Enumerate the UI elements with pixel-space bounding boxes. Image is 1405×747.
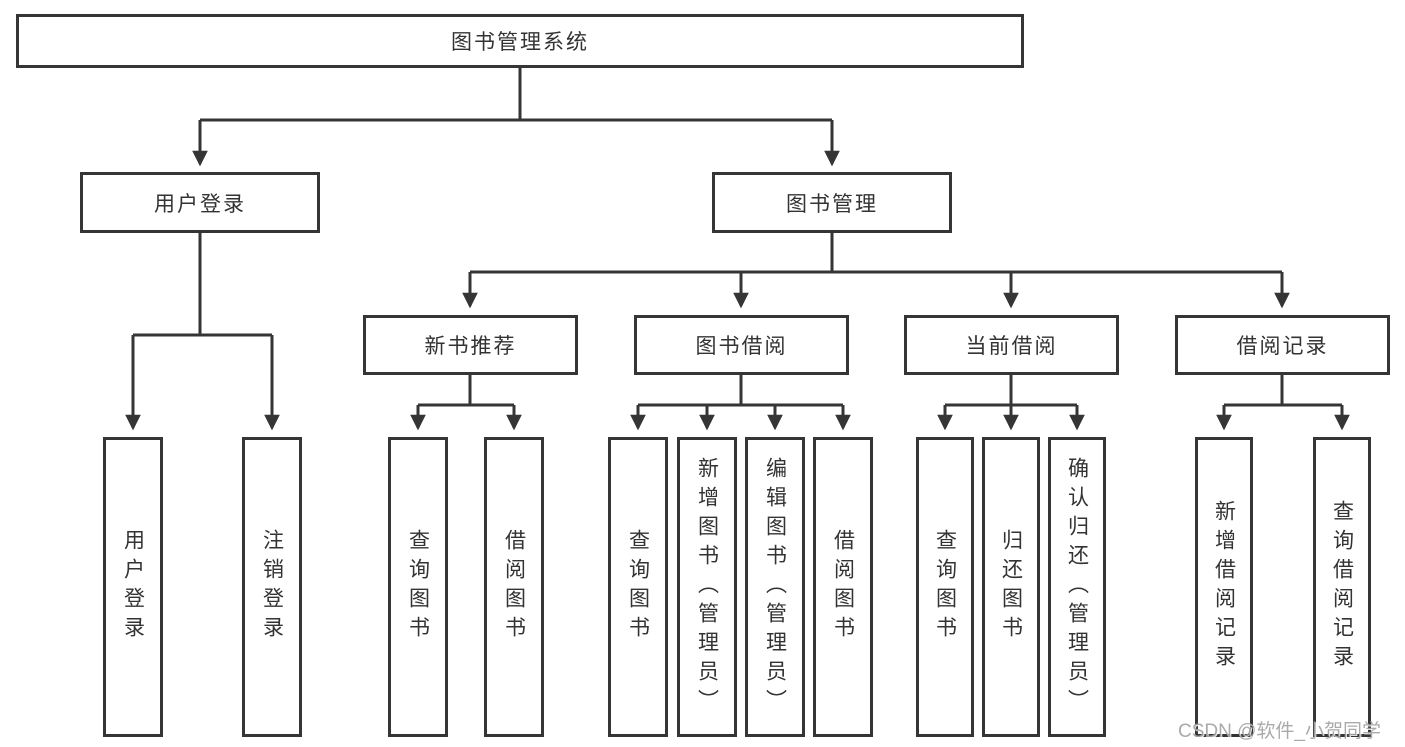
leaf-user-login: 用户登录	[103, 437, 163, 737]
leaf-query-books-current: 查询图书	[916, 437, 974, 737]
leaf-add-borrow-record: 新增借阅记录	[1195, 437, 1253, 737]
node-book-management: 图书管理	[712, 172, 952, 233]
node-current-borrowing: 当前借阅	[904, 315, 1119, 375]
connector-book-management-tbar	[470, 233, 1282, 274]
leaf-query-books-borrowing: 查询图书	[608, 437, 668, 737]
node-user-login: 用户登录	[80, 172, 320, 233]
connector-new-book-rec-tbar	[418, 375, 514, 407]
leaf-query-borrow-record: 查询借阅记录	[1313, 437, 1371, 737]
connector-borrow-records-tbar	[1224, 375, 1342, 407]
connector-book-borrow-tbar	[638, 375, 843, 407]
node-borrowing-records: 借阅记录	[1175, 315, 1390, 375]
leaf-add-books-admin: 新增图书（管理员）	[677, 437, 737, 737]
node-new-book-recommendation: 新书推荐	[363, 315, 578, 375]
leaf-edit-books-admin: 编辑图书（管理员）	[745, 437, 805, 737]
leaf-return-books: 归还图书	[982, 437, 1040, 737]
leaf-logout: 注销登录	[242, 437, 302, 737]
leaf-query-books-recommendation: 查询图书	[388, 437, 448, 737]
connector-current-borrow-tbar	[945, 375, 1077, 407]
node-book-borrowing: 图书借阅	[634, 315, 849, 375]
connector-user-login-tbar	[133, 233, 272, 337]
leaf-borrow-books-borrowing: 借阅图书	[813, 437, 873, 737]
node-root-library-management-system: 图书管理系统	[16, 14, 1024, 68]
watermark-text: CSDN @软件_小贺同学	[1178, 721, 1381, 742]
connector-root-tbar	[200, 68, 832, 122]
leaf-borrow-books-recommendation: 借阅图书	[484, 437, 544, 737]
leaf-confirm-return-admin: 确认归还（管理员）	[1048, 437, 1106, 737]
